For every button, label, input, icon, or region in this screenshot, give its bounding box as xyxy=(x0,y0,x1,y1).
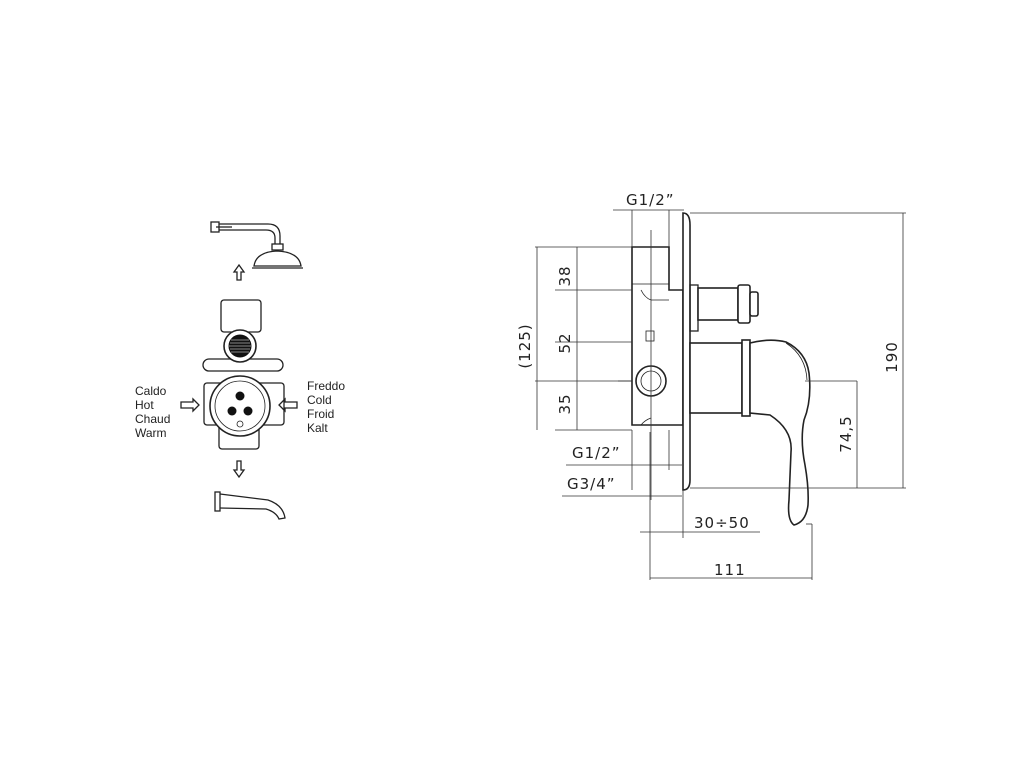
cold-label-it: Freddo xyxy=(307,379,345,393)
cold-label-fr: Froid xyxy=(307,407,334,421)
hot-inlet-arrow-icon xyxy=(180,397,200,413)
dim-125: (125) xyxy=(516,323,534,368)
dim-74-5: 74,5 xyxy=(837,415,855,452)
down-arrow-icon xyxy=(232,460,246,479)
hot-label-de: Warm xyxy=(135,426,167,440)
dim-35: 35 xyxy=(556,393,574,414)
dim-190: 190 xyxy=(883,341,901,373)
hot-label-en: Hot xyxy=(135,398,154,412)
dim-30-50: 30÷50 xyxy=(694,514,750,532)
diverter-knob-icon xyxy=(689,284,759,332)
cold-label-de: Kalt xyxy=(307,421,328,435)
cold-label-en: Cold xyxy=(307,393,332,407)
diverter-valve-icon xyxy=(202,299,285,450)
wall-plate xyxy=(682,212,691,491)
dimension-lines xyxy=(536,209,904,579)
hot-label-it: Caldo xyxy=(135,384,167,398)
cold-inlet-arrow-icon xyxy=(278,397,298,413)
dimension-drawing: G1/2” G1/2” G3/4” 30÷50 111 38 52 35 (12… xyxy=(516,191,906,580)
lever-handle-icon xyxy=(689,339,811,526)
dim-top-connection: G1/2” xyxy=(626,191,675,209)
extension-lines xyxy=(535,210,906,580)
up-arrow-icon xyxy=(232,263,246,281)
bath-spout-icon xyxy=(214,491,286,520)
dim-111: 111 xyxy=(714,561,746,579)
dim-52: 52 xyxy=(556,332,574,353)
function-schematic: Caldo Hot Chaud Warm Freddo Cold Froid K… xyxy=(135,221,345,520)
dim-38: 38 xyxy=(556,265,574,286)
dim-inlet-connection: G3/4” xyxy=(567,475,616,493)
valve-body-side-view xyxy=(618,246,684,426)
hot-label-fr: Chaud xyxy=(135,412,170,426)
shower-head-icon xyxy=(210,221,303,269)
dim-bottom-connection: G1/2” xyxy=(572,444,621,462)
